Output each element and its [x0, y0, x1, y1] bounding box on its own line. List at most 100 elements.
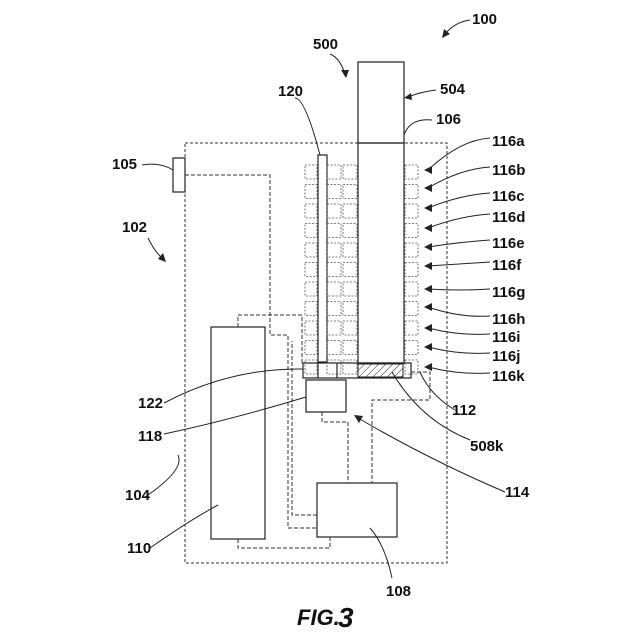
label-120: 120 — [278, 83, 303, 100]
arrow-102 — [158, 253, 166, 262]
label-100: 100 — [472, 11, 497, 28]
housing-outline — [185, 143, 447, 563]
button-wire — [185, 175, 318, 528]
segment-cell — [305, 165, 317, 179]
arrow-504 — [404, 93, 412, 100]
label-106: 106 — [436, 111, 461, 128]
leader-504 — [408, 90, 436, 97]
leader-110 — [150, 505, 218, 548]
label-116k: 116k — [492, 368, 525, 385]
arrow-114 — [354, 415, 363, 423]
segment-cell — [327, 185, 341, 199]
segment-cell — [305, 224, 317, 238]
segment-cell-right — [405, 224, 418, 238]
label-508k: 508k — [470, 438, 504, 455]
label-500: 500 — [313, 36, 338, 53]
segment-cell — [343, 341, 357, 355]
label-104: 104 — [125, 487, 151, 504]
leader-116 — [428, 214, 490, 228]
segment-cell-right — [405, 165, 418, 179]
segment-cell — [343, 263, 357, 277]
segment-cell — [327, 224, 341, 238]
label-102: 102 — [122, 219, 147, 236]
segment-cell-right — [405, 321, 418, 335]
leader-116 — [428, 167, 490, 188]
wire-controller-left — [292, 341, 317, 515]
segment-cell — [305, 263, 317, 277]
segment-cell — [343, 204, 357, 218]
arrow-500 — [341, 70, 349, 78]
segment-cell — [305, 321, 317, 335]
segment-cell — [305, 185, 317, 199]
segment-cell — [327, 341, 341, 355]
segment-cell-right — [405, 263, 418, 277]
segment-cell-right — [405, 204, 418, 218]
leader-100 — [445, 20, 470, 34]
label-116b: 116b — [492, 162, 525, 179]
segment-cell — [343, 224, 357, 238]
segment-cell-right — [405, 185, 418, 199]
leader-106 — [404, 120, 432, 135]
segment-cell-right — [405, 243, 418, 257]
arrow-116 — [424, 343, 432, 351]
wire-sensor — [322, 412, 348, 483]
label-116f: 116f — [492, 257, 522, 274]
label-116h: 116h — [492, 311, 525, 328]
segment-cell — [305, 341, 317, 355]
leader-114 — [358, 418, 505, 492]
arrow-116 — [424, 303, 432, 311]
label-122: 122 — [138, 395, 163, 412]
arrow-116 — [424, 204, 432, 212]
sensor-box — [306, 380, 346, 412]
figure-caption-number: 3 — [338, 602, 354, 633]
controller — [317, 483, 397, 537]
segment-cell — [305, 360, 317, 374]
leader-116 — [428, 367, 490, 373]
segment-cell — [305, 302, 317, 316]
segment-cell — [327, 302, 341, 316]
segment-cell-right — [405, 282, 418, 296]
leader-105 — [142, 164, 173, 170]
segment-cell — [327, 204, 341, 218]
segment-cell — [327, 263, 341, 277]
arrows-116 — [424, 138, 490, 373]
leader-116 — [428, 262, 490, 266]
cartridge-top — [358, 62, 404, 143]
leader-116 — [428, 307, 490, 316]
label-116a: 116a — [492, 133, 525, 150]
segment-cell — [327, 282, 341, 296]
label-116c: 116c — [492, 188, 525, 205]
leader-116 — [428, 240, 490, 247]
leader-120 — [295, 98, 320, 155]
leader-116 — [428, 193, 490, 208]
segment-cell — [343, 302, 357, 316]
arrow-116 — [424, 285, 432, 293]
hatched-segment — [358, 364, 403, 377]
label-114: 114 — [505, 484, 530, 501]
segment-cell — [343, 282, 357, 296]
arrow-116 — [424, 184, 432, 192]
label-116j: 116j — [492, 348, 520, 365]
wire-heater-right — [372, 372, 430, 483]
segment-cell — [343, 243, 357, 257]
arrow-116 — [424, 363, 432, 371]
segment-cell — [343, 165, 357, 179]
arrow-116 — [424, 324, 432, 332]
wire-battery-top — [238, 315, 302, 363]
segment-grid — [305, 165, 357, 374]
label-504: 504 — [440, 81, 466, 98]
leader-102 — [148, 238, 162, 258]
label-108: 108 — [386, 583, 411, 600]
label-105: 105 — [112, 156, 137, 173]
label-112: 112 — [452, 402, 476, 419]
arrow-116 — [424, 243, 432, 251]
segment-cell — [305, 243, 317, 257]
label-118: 118 — [138, 428, 162, 445]
segment-cell — [343, 321, 357, 335]
label-116i: 116i — [492, 329, 520, 346]
leader-104 — [145, 455, 179, 497]
segment-grid-right — [405, 165, 418, 374]
segment-cell — [305, 282, 317, 296]
segment-cell-right — [405, 341, 418, 355]
